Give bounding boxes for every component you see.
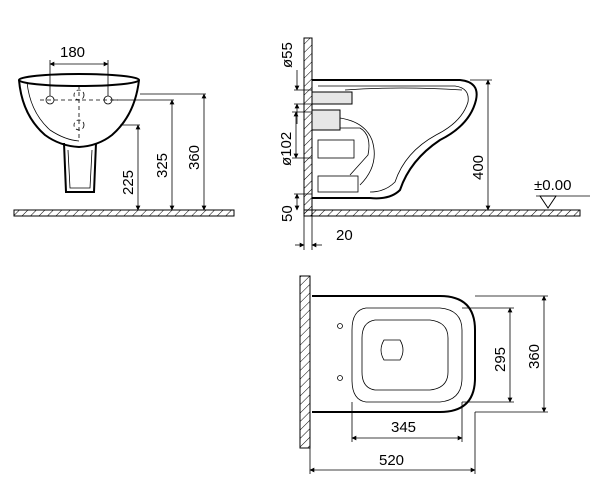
plan-outer-length-label: 520 xyxy=(379,452,404,469)
front-floor xyxy=(13,209,235,217)
side-outlet-pipe xyxy=(311,109,341,131)
side-depth-label: 20 xyxy=(336,227,353,244)
plan-wall xyxy=(299,275,311,449)
plan-inner-height-label: 295 xyxy=(492,347,509,372)
front-bowl-rim xyxy=(18,73,140,87)
front-width-label: 180 xyxy=(60,44,85,61)
plan-bowl-outline xyxy=(312,295,476,413)
plan-drain xyxy=(380,339,404,361)
plan-seat-opening xyxy=(361,319,449,391)
side-wall xyxy=(303,37,313,217)
side-view: ø55 ø102 50 20 400 ±0.00 xyxy=(278,37,590,250)
front-height-325-label: 325 xyxy=(154,153,171,178)
side-offset-label: 50 xyxy=(279,205,296,222)
front-bowl-body xyxy=(18,79,140,149)
plan-seat xyxy=(351,307,463,403)
side-bowl-outline xyxy=(312,79,478,200)
plan-fixing-hole-bottom xyxy=(337,375,343,381)
side-trap xyxy=(339,117,375,186)
front-outlet xyxy=(63,142,97,193)
side-diameter-102-label: ø102 xyxy=(278,132,295,166)
front-height-360-label: 360 xyxy=(186,145,203,170)
side-diameter-55-label: ø55 xyxy=(279,42,296,68)
plan-fixing-hole-top xyxy=(337,323,343,329)
plan-outer-height-label: 360 xyxy=(526,344,543,369)
front-view: 180 225 325 360 xyxy=(13,44,235,217)
plan-inner-length-label: 345 xyxy=(391,419,416,436)
plan-view: 295 360 345 520 xyxy=(299,275,548,474)
side-inlet-pipe xyxy=(311,91,353,105)
side-height-label: 400 xyxy=(470,155,487,180)
level-marker-icon xyxy=(539,195,557,209)
side-level-label: ±0.00 xyxy=(534,177,571,194)
side-seat xyxy=(344,87,463,91)
front-height-225-label: 225 xyxy=(120,170,137,195)
side-floor xyxy=(303,209,581,217)
